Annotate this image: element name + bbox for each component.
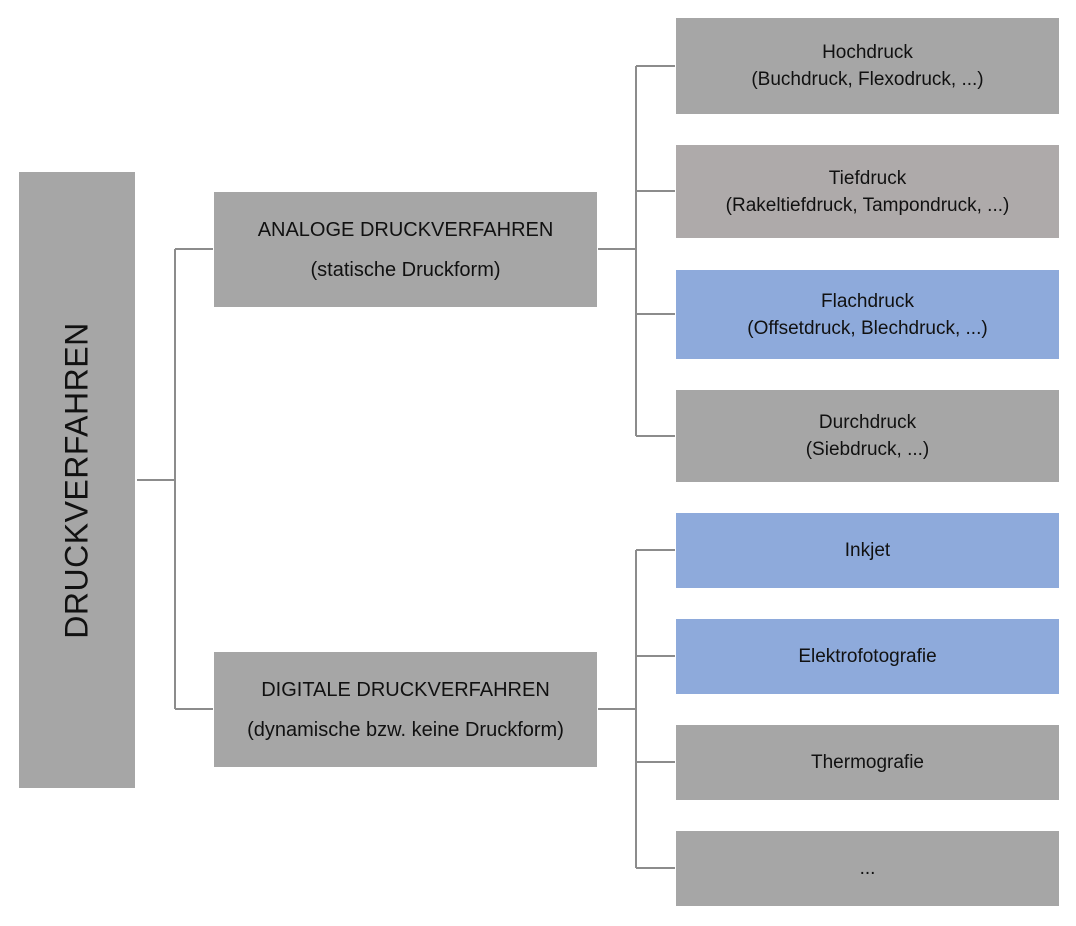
leaf-examples: (Buchdruck, Flexodruck, ...) <box>751 69 984 90</box>
leaf-title: Thermografie <box>811 752 924 773</box>
leaf-node-inkjet: Inkjet <box>676 513 1059 588</box>
leaf-title: ... <box>859 858 876 879</box>
category-title: ANALOGE DRUCKVERFAHREN <box>257 218 554 241</box>
leaf-node-tiefdruck: Tiefdruck (Rakeltiefdruck, Tampondruck, … <box>676 145 1059 238</box>
leaf-title: Inkjet <box>844 540 891 561</box>
leaf-examples: (Rakeltiefdruck, Tampondruck, ...) <box>725 194 1010 216</box>
root-node-label: DRUCKVERFAHREN <box>58 321 95 639</box>
leaf-node-thermografie: Thermografie <box>676 725 1059 800</box>
leaf-title: Hochdruck <box>822 42 913 63</box>
root-node-druckverfahren: DRUCKVERFAHREN <box>19 172 135 788</box>
leaf-examples: (Offsetdruck, Blechdruck, ...) <box>747 317 988 339</box>
leaf-title: Tiefdruck <box>828 167 907 189</box>
leaf-examples: (Siebdruck, ...) <box>805 439 930 460</box>
category-node-analog: ANALOGE DRUCKVERFAHREN (statische Druckf… <box>214 192 597 307</box>
leaf-node-more: ... <box>676 831 1059 906</box>
leaf-title: Flachdruck <box>821 290 914 312</box>
leaf-title: Durchdruck <box>818 412 917 433</box>
category-title: DIGITALE DRUCKVERFAHREN <box>261 678 550 701</box>
category-node-digital: DIGITALE DRUCKVERFAHREN (dynamische bzw.… <box>214 652 597 767</box>
leaf-node-hochdruck: Hochdruck (Buchdruck, Flexodruck, ...) <box>676 18 1059 114</box>
leaf-node-elektrofotografie: Elektrofotografie <box>676 619 1059 694</box>
leaf-title: Elektrofotografie <box>798 646 937 667</box>
leaf-node-flachdruck: Flachdruck (Offsetdruck, Blechdruck, ...… <box>676 270 1059 359</box>
leaf-node-durchdruck: Durchdruck (Siebdruck, ...) <box>676 390 1059 482</box>
category-subtitle: (statische Druckform) <box>310 258 501 281</box>
category-subtitle: (dynamische bzw. keine Druckform) <box>247 718 564 741</box>
